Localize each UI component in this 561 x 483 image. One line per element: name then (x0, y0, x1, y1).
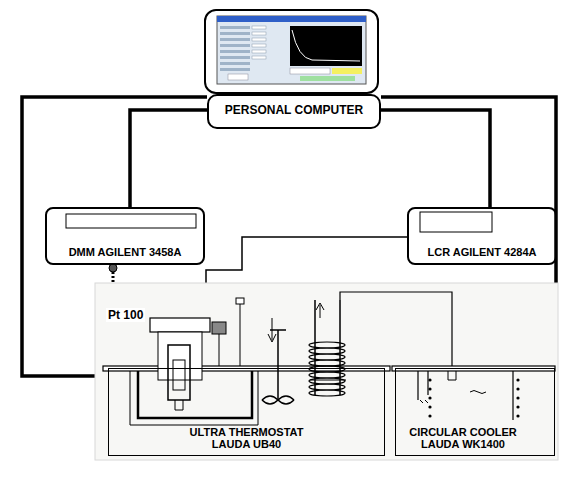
cooler-bath: CIRCULAR COOLER LAUDA WK1400 (395, 368, 555, 456)
cooler-illustration (392, 366, 555, 420)
connector-line (381, 110, 490, 207)
computer-box: PERSONAL COMPUTER (207, 94, 381, 129)
node-label: DMM AGILENT 3458A (69, 246, 182, 259)
node-label: PERSONAL COMPUTER (225, 104, 363, 118)
connector-line (130, 110, 207, 207)
dmm-display (66, 214, 196, 228)
dmm-terminal (109, 264, 117, 272)
thermostat-illustration (103, 298, 390, 425)
node-label: ULTRA THERMOSTAT LAUDA UB40 (183, 426, 311, 451)
picture-panel (95, 283, 558, 460)
thermostat-bath: ULTRA THERMOSTAT LAUDA UB40 (108, 368, 385, 456)
instrument-box: LCR AGILENT 4284A (407, 207, 557, 265)
lcr-display (420, 212, 492, 232)
sensor-label: Pt 100 (106, 308, 145, 322)
heating-coil (309, 342, 345, 396)
monitor-illustration (205, 10, 378, 93)
instrument-box: DMM AGILENT 3458A (45, 207, 205, 265)
coolant-pipe (340, 292, 452, 368)
node-label: LCR AGILENT 4284A (427, 246, 536, 259)
node-label: CIRCULAR COOLER LAUDA WK1400 (404, 426, 522, 451)
